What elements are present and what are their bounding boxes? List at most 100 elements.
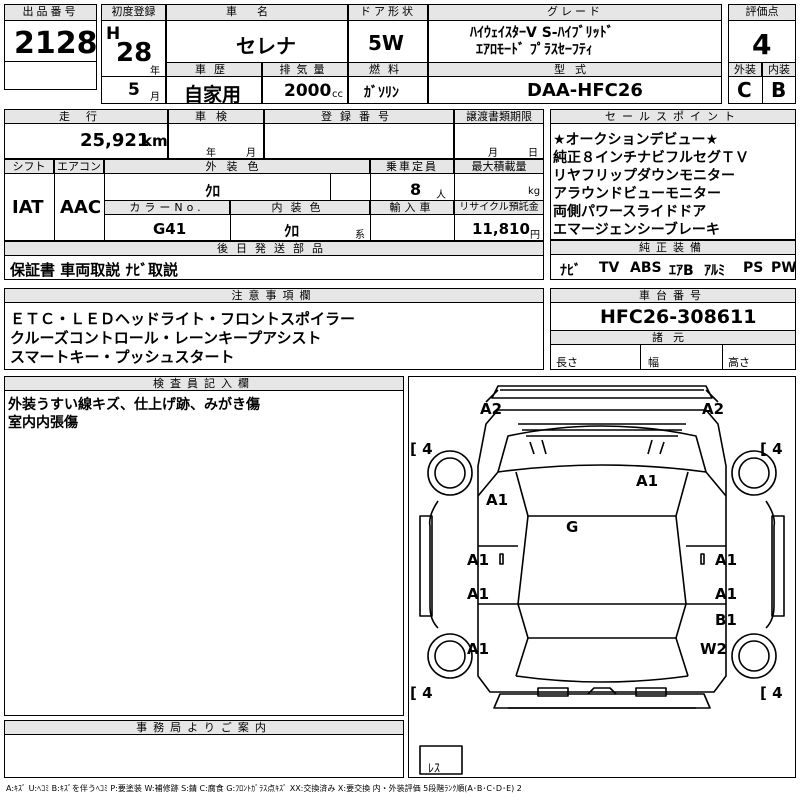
aircon: AAC <box>60 197 102 218</box>
front-left-wheel <box>427 450 473 496</box>
equipment-pw: PW <box>771 260 797 276</box>
int-color-unit: 系 <box>355 230 365 241</box>
grade-header: グレード <box>428 4 722 21</box>
inspector-box <box>4 376 404 716</box>
ext-color: ｸﾛ <box>205 182 221 200</box>
mileage-header: 走行 <box>4 109 168 124</box>
legend: A:ｷｽﾞ U:ﾍｺﾐ B:ｷｽﾞを伴うﾍｺﾐ P:要塗装 W:補修跡 S:錆 … <box>6 784 522 793</box>
mileage: 25,921 <box>80 130 150 151</box>
lot-number: 2128 <box>14 26 98 61</box>
equipment-abs: ABS <box>630 260 662 276</box>
equipment-tv: TV <box>599 260 620 276</box>
registration-header: 登録番号 <box>264 109 454 124</box>
sales-point-4: アラウンドビューモニター <box>553 186 721 202</box>
sales-point-3: リヤフリップダウンモニター <box>553 168 735 184</box>
sales-point-1: ★オークションデビュー★ <box>553 132 719 148</box>
mark-left-fender: A1 <box>486 491 509 509</box>
first-registration-year-unit: 年 <box>150 66 160 77</box>
specs-header: 諸元 <box>550 330 796 345</box>
history-header: 車歴 <box>166 62 262 77</box>
score-header: 評価点 <box>728 4 796 21</box>
mark-right-front-door: A1 <box>715 551 738 569</box>
spare-tire-box <box>419 745 463 775</box>
first-registration-month-unit: 月 <box>150 92 160 103</box>
tire-rear-right: [ 4 <box>760 684 783 702</box>
recycle: 11,810 <box>472 220 530 238</box>
inspection-year-unit: 年 <box>206 148 216 159</box>
grade-line-1: ﾊｲｳｪｲｽﾀｰV S-ﾊｲﾌﾞﾘｯﾄﾞ <box>470 25 614 41</box>
shift: IAT <box>12 197 44 218</box>
chassis-number: HFC26-308611 <box>600 306 757 328</box>
car-name: セレナ <box>236 34 296 58</box>
notes-line-2: クルーズコントロール・レーンキープアシスト <box>10 329 322 347</box>
mark-roof: G <box>566 518 579 536</box>
spec-width: 幅 <box>648 356 659 369</box>
car-diagram <box>419 385 785 775</box>
first-registration-header: 初度登録 <box>101 4 166 21</box>
transfer-month-unit: 月 <box>488 148 498 159</box>
equipment-alloy: ｱﾙﾐ <box>704 263 725 279</box>
later-parts: 保証書 車両取説 ﾅﾋﾞ取説 <box>10 261 178 279</box>
transfer-day-unit: 日 <box>528 148 538 159</box>
door-shape: 5W <box>368 31 404 55</box>
inspection-month-unit: 月 <box>246 148 256 159</box>
mark-left-front-door: A1 <box>467 551 490 569</box>
capacity-header: 乗車定員 <box>370 159 454 174</box>
score-value: 4 <box>752 28 772 61</box>
shift-header: シフト <box>4 159 54 174</box>
sales-points-box <box>550 109 796 240</box>
fuel-header: 燃料 <box>348 62 428 77</box>
door-shape-header: ドア形状 <box>348 4 428 21</box>
capacity: 8 <box>410 180 422 199</box>
lot-divider <box>4 61 97 62</box>
equipment-ps: PS <box>743 260 764 276</box>
tire-rear-left: [ 4 <box>410 684 433 702</box>
rear-right-wheel <box>731 633 777 679</box>
lot-number-header: 出品番号 <box>4 4 97 21</box>
equipment-navi: ﾅﾋﾞ <box>560 263 581 279</box>
exterior-score: C <box>737 78 752 102</box>
interior-score-header: 内装 <box>762 62 796 77</box>
int-color: ｸﾛ <box>284 222 300 240</box>
spec-length: 長さ <box>556 356 578 369</box>
tire-front-right: [ 4 <box>760 440 783 458</box>
displacement-unit: cc <box>332 89 343 100</box>
mark-right-rear-door: A1 <box>715 585 738 603</box>
car-name-header: 車名 <box>166 4 348 21</box>
import-header: 輸入車 <box>370 200 454 215</box>
color-no-header: カラーNo. <box>104 200 230 215</box>
sales-point-6: エマージェンシーブレーキ <box>553 222 720 238</box>
chassis-header: 車台番号 <box>550 288 796 303</box>
interior-score: B <box>771 78 787 102</box>
inspector-line-2: 室内内張傷 <box>8 415 78 431</box>
mark-left-rear-door: A1 <box>467 585 490 603</box>
displacement: 2000 <box>284 81 332 101</box>
inspector-header: 検査員記入欄 <box>4 376 404 391</box>
sales-points-header: セールスポイント <box>550 109 796 124</box>
tire-spare: ﾚｽ <box>428 761 441 775</box>
transfer-deadline-header: 譲渡書類期限 <box>454 109 544 124</box>
first-registration-month: 5 <box>128 80 140 100</box>
ext-color-header: 外装色 <box>104 159 370 174</box>
mark-right-rear-door-b: B1 <box>715 611 737 629</box>
grade-line-2: ｴｱﾛﾓｰﾄﾞ ﾌﾟﾗｽｾｰﾌﾃｨ <box>476 42 593 58</box>
equipment-airbag: ｴｱB <box>669 263 694 279</box>
notes-line-3: スマートキー・プッシュスタート <box>10 348 235 366</box>
mark-front-right-corner: A2 <box>702 400 725 418</box>
recycle-unit: 円 <box>530 230 540 241</box>
recycle-header: リサイクル預託金 <box>454 200 544 215</box>
spec-height: 高さ <box>728 356 750 369</box>
inspector-line-1: 外装うすい線キズ、仕上げ跡、みがき傷 <box>8 397 260 413</box>
sales-point-2: 純正８インチナビフルセグＴＶ <box>553 150 749 166</box>
equipment-header: 純正装備 <box>550 240 796 255</box>
int-color-header: 内装色 <box>230 200 370 215</box>
capacity-unit: 人 <box>436 190 446 201</box>
notes-line-1: ＥＴＣ・ＬＥＤヘッドライト・フロントスポイラー <box>10 310 356 328</box>
later-parts-header: 後日発送部品 <box>4 241 544 256</box>
first-registration-era: H <box>106 24 121 44</box>
tire-front-left: [ 4 <box>410 440 433 458</box>
aircon-header: エアコン <box>54 159 104 174</box>
office-header: 事務局よりご案内 <box>4 720 404 735</box>
fuel: ｶﾞｿﾘﾝ <box>364 85 399 101</box>
model-header: 型式 <box>428 62 722 77</box>
